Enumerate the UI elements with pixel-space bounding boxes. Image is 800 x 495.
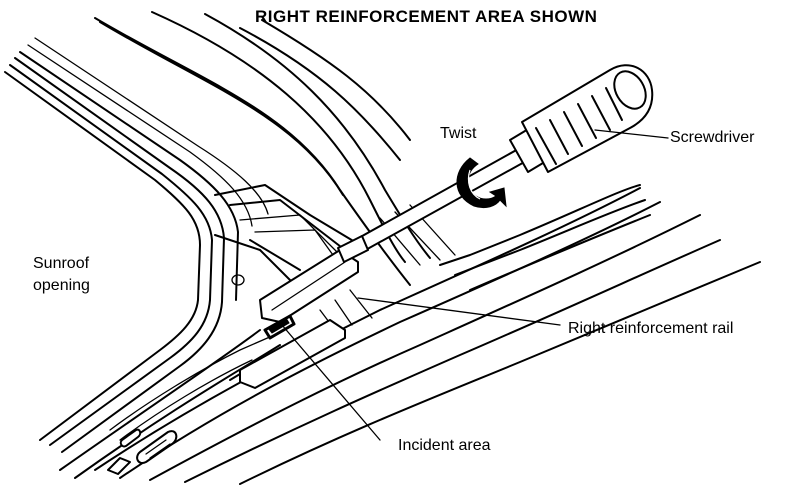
label-sunroof-line1: Sunroof [33, 255, 90, 272]
label-screwdriver: Screwdriver [670, 129, 755, 146]
label-reinforcement-rail: Right reinforcement rail [568, 320, 733, 337]
leader-lines [281, 129, 669, 441]
screwdriver [337, 64, 654, 263]
diagram-title: RIGHT REINFORCEMENT AREA SHOWN [255, 7, 597, 26]
screwdriver-tip [337, 235, 369, 263]
reinforcement-bracket [239, 249, 359, 389]
label-incident-area: Incident area [398, 437, 491, 454]
twist-arrow-icon [456, 157, 507, 209]
leader-incident [281, 324, 381, 441]
rail-slots [107, 367, 256, 475]
slot-small [119, 428, 142, 448]
screwdriver-endcap [613, 70, 647, 110]
leader-rail [357, 297, 561, 326]
frame-hole [231, 274, 245, 286]
label-sunroof-line2: opening [33, 277, 90, 294]
sunroof-frame [4, 37, 269, 453]
label-twist: Twist [440, 125, 477, 142]
roof-contour-lines [94, 11, 431, 286]
lower-rails [59, 187, 761, 485]
leader-screwdriver [594, 129, 669, 139]
